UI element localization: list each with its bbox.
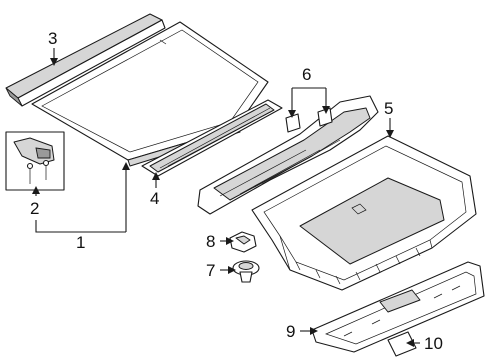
callout-9: 9 [286,322,295,341]
callout-7: 7 [206,261,215,280]
callout-10: 10 [424,334,443,353]
cargo-tub-part-5 [251,135,477,291]
fastener-part-7 [232,260,260,283]
callout-2: 2 [30,199,39,218]
callout-5: 5 [384,99,393,118]
leader-lines [32,48,420,347]
bracket-box-part-2 [5,131,65,191]
callout-8: 8 [206,232,215,251]
callout-1: 1 [76,233,85,252]
trim-strip-part-3 [5,13,166,107]
clip-part-8 [229,231,257,253]
floor-board-part-9 [311,261,485,353]
callout-4: 4 [150,189,159,208]
callout-6: 6 [302,65,311,84]
tag-part-10 [387,331,417,357]
cargo-cover-part-1 [31,21,269,167]
callout-3: 3 [48,29,57,48]
